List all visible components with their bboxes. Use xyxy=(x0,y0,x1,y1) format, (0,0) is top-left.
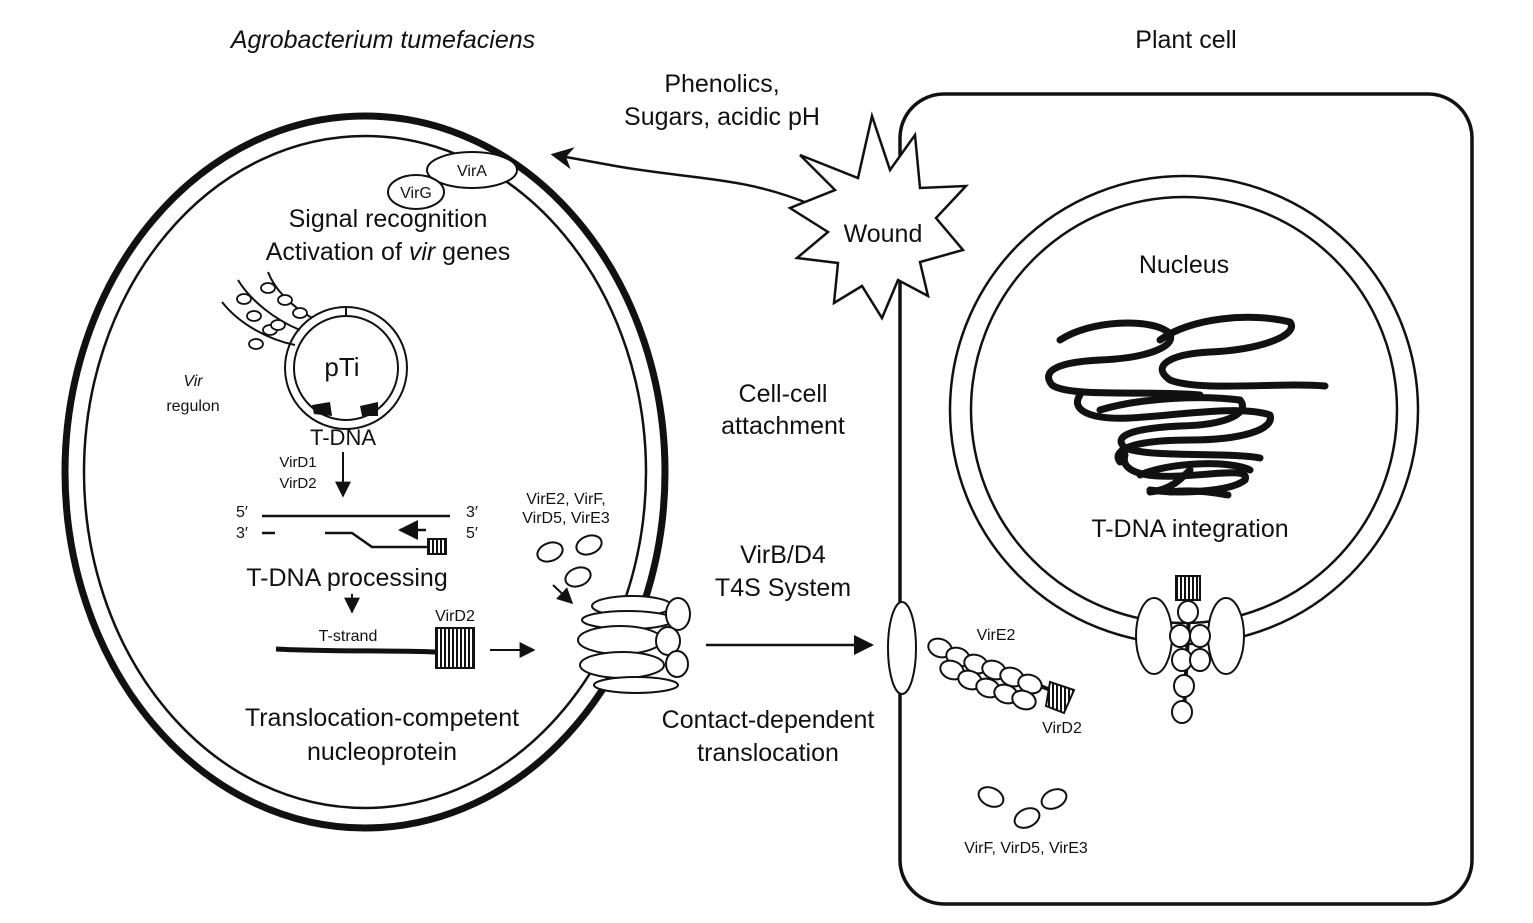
bacterium-title: Agrobacterium tumefaciens xyxy=(229,26,535,54)
tdna-border-left xyxy=(312,402,332,416)
vir-regulon-label-2: regulon xyxy=(166,398,219,415)
vird1-label: VirD1 xyxy=(279,454,316,471)
nuclear-vird2-box xyxy=(1175,575,1201,601)
wound-starburst xyxy=(787,111,970,321)
nucleus-label: Nucleus xyxy=(1139,251,1229,279)
vira-label: VirA xyxy=(457,163,487,180)
signal-arrow xyxy=(550,147,813,207)
contact-label-2: translocation xyxy=(697,739,839,767)
effector-proteins-plant xyxy=(977,786,1068,829)
bacterium-inner-membrane xyxy=(82,134,648,810)
effectors-label-2: VirD5, VirE3 xyxy=(522,510,610,527)
bacterium-outer-membrane xyxy=(61,112,669,832)
nuclear-tcomplex-vire2 xyxy=(1169,600,1211,724)
plant-membrane-pore xyxy=(887,601,917,695)
dna-bottom-strand-right xyxy=(325,531,428,549)
cell-attachment-label-2: attachment xyxy=(721,412,845,440)
virg-label: VirG xyxy=(400,185,432,202)
chromatin xyxy=(1045,313,1329,499)
pti-label: pTi xyxy=(324,352,359,382)
t4s-label-2: T4S System xyxy=(715,574,851,602)
t4s-secretion-apparatus xyxy=(577,595,691,694)
plant-cell-wall xyxy=(898,92,1474,906)
effector-proteins-bacterium xyxy=(536,534,603,588)
three-prime-left: 3′ xyxy=(236,525,248,542)
virg-protein xyxy=(387,174,445,210)
tdna-integration-label: T-DNA integration xyxy=(1091,515,1288,543)
tdna-border-right xyxy=(360,402,378,416)
translocation-label-1: Translocation-competent xyxy=(245,704,519,732)
vird2-tstrand-box xyxy=(435,627,475,669)
t4s-label-1: VirB/D4 xyxy=(740,541,826,569)
translocation-label-2: nucleoprotein xyxy=(307,738,457,766)
five-prime-right: 5′ xyxy=(466,525,478,542)
vird2-small-box xyxy=(427,538,447,555)
vire2-label: VirE2 xyxy=(977,627,1016,644)
effectors-label-1: VirE2, VirF, xyxy=(526,491,605,508)
cytoplasmic-vird2 xyxy=(1044,680,1076,715)
tdna-processing-label: T-DNA processing xyxy=(246,564,447,592)
plant-cell-title: Plant cell xyxy=(1135,26,1236,54)
signals-label-1: Phenolics, xyxy=(664,70,779,98)
cytoplasmic-vire2-proteins xyxy=(927,637,1043,711)
five-prime-left: 5′ xyxy=(236,504,248,521)
signals-label-2: Sugars, acidic pH xyxy=(624,103,820,131)
vird2-label-tstrand: VirD2 xyxy=(435,608,475,625)
tstrand-label: T-strand xyxy=(319,628,378,645)
signal-recognition-label: Signal recognition xyxy=(289,205,488,233)
vird2-label-processing: VirD2 xyxy=(279,475,316,492)
wound-label: Wound xyxy=(844,220,923,248)
contact-label-1: Contact-dependent xyxy=(662,706,875,734)
rna-polymerase-icons xyxy=(236,282,308,350)
vird2-label-cytoplasm: VirD2 xyxy=(1042,720,1082,737)
vira-protein xyxy=(426,151,518,189)
cell-attachment-label-1: Cell-cell xyxy=(739,380,828,408)
tdna-label: T-DNA xyxy=(310,425,376,450)
plant-effectors-label: VirF, VirD5, VirE3 xyxy=(964,840,1088,857)
vir-regulon-label-1: Vir xyxy=(183,373,203,390)
activation-label: Activation of vir genes xyxy=(266,238,511,266)
three-prime-right: 3′ xyxy=(466,504,478,521)
tstrand-line xyxy=(275,646,437,655)
effector-arrow xyxy=(552,584,574,605)
